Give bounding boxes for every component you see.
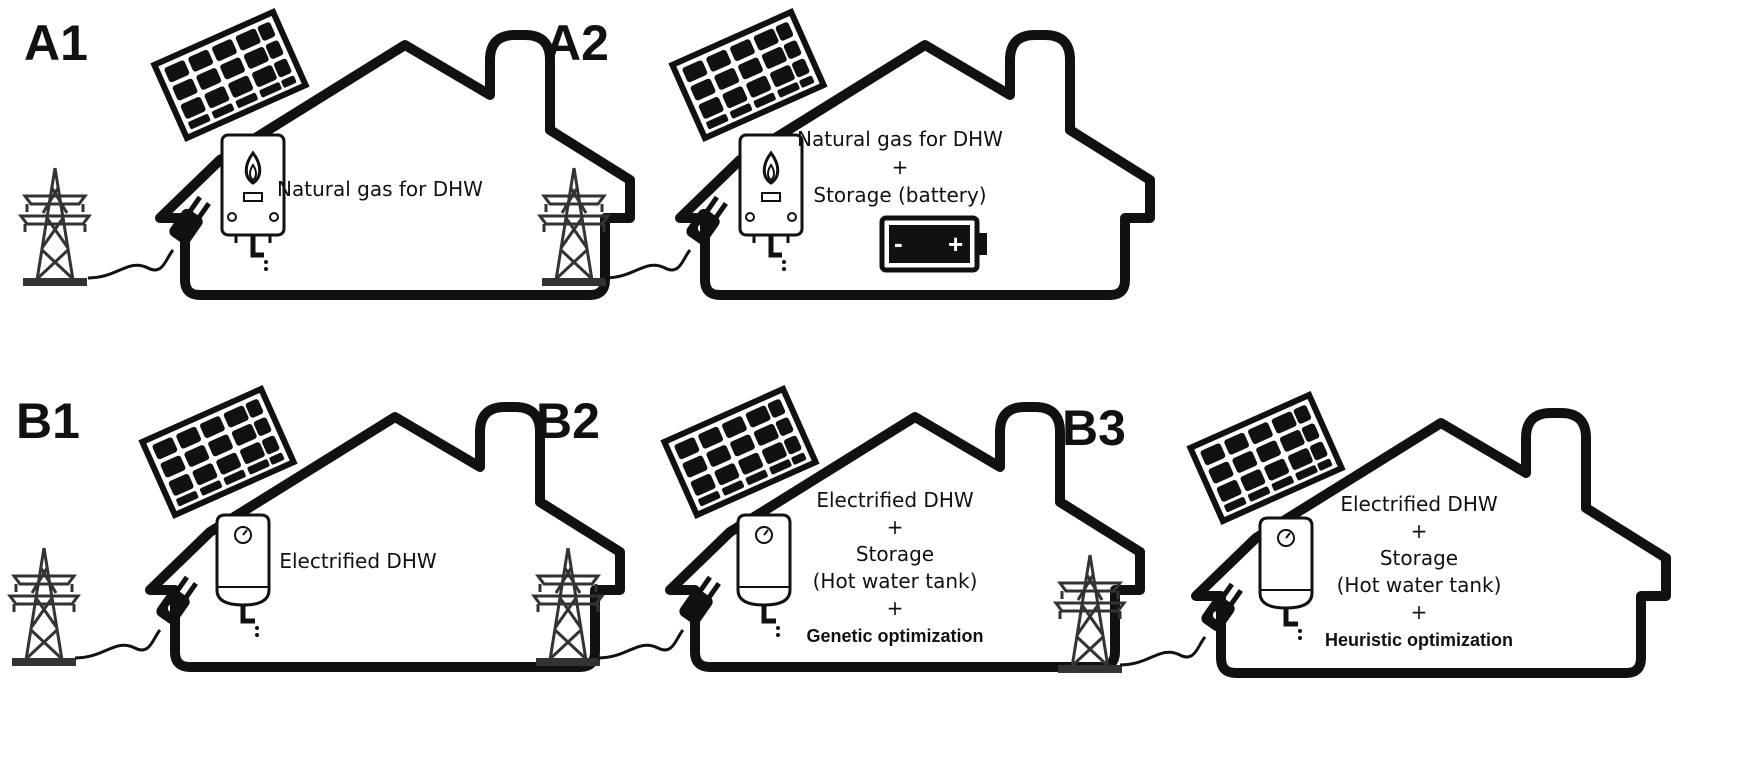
pylon-icon bbox=[8, 546, 80, 668]
panel-b1: B1 Electrified DHW bbox=[8, 389, 620, 668]
description-line: + bbox=[892, 155, 909, 179]
pylon-icon bbox=[19, 166, 91, 288]
description-line: (Hot water tank) bbox=[813, 569, 978, 593]
panel-b3: B3 Electrified DHW + Storage (Hot water tan… bbox=[1054, 395, 1666, 673]
panel-text-b3: Electrified DHW + Storage (Hot water tank) +… bbox=[1325, 492, 1513, 650]
plug-icon bbox=[603, 191, 733, 280]
battery-icon: - + bbox=[879, 215, 987, 273]
panel-label-b3: B3 bbox=[1062, 400, 1126, 456]
description-line: Electrified DHW bbox=[1340, 492, 1498, 516]
panel-a1: A1 Natural gas for DHW bbox=[19, 12, 630, 295]
description-line: + bbox=[1411, 600, 1428, 624]
panel-label-a1: A1 bbox=[24, 15, 88, 71]
description-line: Natural gas for DHW bbox=[797, 127, 1003, 151]
battery-minus: - bbox=[894, 228, 903, 258]
description-line: Storage bbox=[1380, 546, 1458, 570]
description-line: (Hot water tank) bbox=[1337, 573, 1502, 597]
plug-icon bbox=[73, 571, 203, 660]
description-line: + bbox=[1411, 519, 1428, 543]
description-line: Storage bbox=[856, 542, 934, 566]
pylon-icon bbox=[538, 166, 610, 288]
panel-label-b1: B1 bbox=[16, 393, 80, 449]
description-line: Natural gas for DHW bbox=[277, 177, 483, 201]
electric-water-heater-icon bbox=[1260, 518, 1312, 640]
description-line: Storage (battery) bbox=[813, 183, 986, 207]
electric-water-heater-icon bbox=[738, 515, 790, 637]
description-line: Genetic optimization bbox=[806, 626, 983, 646]
panel-text-b1: Electrified DHW bbox=[279, 549, 437, 573]
gas-boiler-icon bbox=[222, 135, 284, 271]
panel-text-a2: Natural gas for DHW + Storage (battery) bbox=[797, 127, 1003, 207]
description-line: Electrified DHW bbox=[279, 549, 437, 573]
gas-boiler-icon bbox=[740, 135, 802, 271]
panel-text-a1: Natural gas for DHW bbox=[277, 177, 483, 201]
battery-plus: + bbox=[948, 229, 963, 259]
panel-label-b2: B2 bbox=[536, 393, 600, 449]
panel-a2: A2 - + Natural gas for DHW + Storage (batt… bbox=[538, 12, 1150, 295]
electric-water-heater-icon bbox=[217, 515, 269, 637]
description-line: + bbox=[887, 515, 904, 539]
panel-b2: B2 Electrified DHW + Storage (Hot water tan… bbox=[532, 389, 1140, 667]
panel-text-b2: Electrified DHW + Storage (Hot water tank) +… bbox=[806, 488, 983, 646]
panel-label-a2: A2 bbox=[545, 15, 609, 71]
description-line: + bbox=[887, 596, 904, 620]
description-line: Electrified DHW bbox=[816, 488, 974, 512]
plug-icon bbox=[86, 191, 216, 280]
description-line: Heuristic optimization bbox=[1325, 630, 1513, 650]
